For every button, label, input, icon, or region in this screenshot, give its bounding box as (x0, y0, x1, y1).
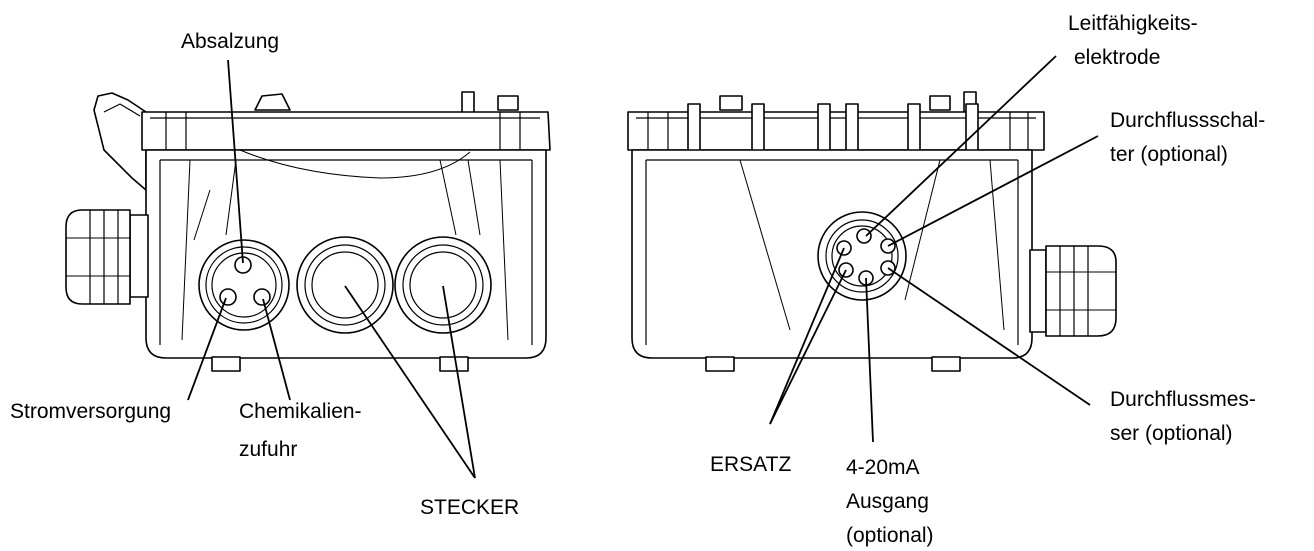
leader-durchflussschalter (887, 135, 1099, 247)
label-durchflussmesser-line2: ser (optional) (1110, 422, 1233, 445)
leader-ersatz-2 (769, 269, 847, 425)
leader-ausgang (865, 277, 874, 443)
leader-lines (187, 55, 1099, 479)
label-durchflussmesser-line1: Durchflussmes- (1110, 388, 1256, 411)
leader-stecker-2 (442, 285, 476, 479)
label-chemikalien-line1: Chemikalien- (239, 400, 362, 423)
leader-ersatz-1 (769, 247, 845, 425)
label-durchflussschalter-line2: ter (optional) (1110, 143, 1228, 166)
leader-chemikalien (262, 298, 291, 401)
label-ausgang-line1: 4-20mA (846, 456, 920, 479)
label-absalzung: Absalzung (181, 30, 279, 53)
leader-stecker-1 (344, 285, 476, 479)
label-leitfaehigkeit-line1: Leitfähigkeits- (1068, 12, 1198, 35)
leader-leitfaehigkeit (865, 55, 1057, 237)
leader-stromversorgung (187, 297, 227, 401)
label-stecker: STECKER (420, 496, 519, 519)
right-enclosure (627, 91, 1117, 372)
labels: Absalzung Stromversorgung Chemikalien- z… (10, 12, 1265, 547)
leader-durchflussmesser (887, 267, 1091, 406)
label-ausgang-line2: Ausgang (846, 490, 929, 513)
label-ersatz: ERSATZ (710, 453, 791, 476)
leader-absalzung (227, 59, 244, 264)
label-stromversorgung: Stromversorgung (10, 400, 171, 423)
label-leitfaehigkeit-line2: elektrode (1074, 46, 1160, 69)
left-enclosure (65, 91, 551, 372)
label-chemikalien-line2: zufuhr (239, 438, 297, 461)
label-ausgang-line3: (optional) (846, 524, 934, 547)
label-durchflussschalter-line1: Durchflussschal- (1110, 109, 1265, 132)
